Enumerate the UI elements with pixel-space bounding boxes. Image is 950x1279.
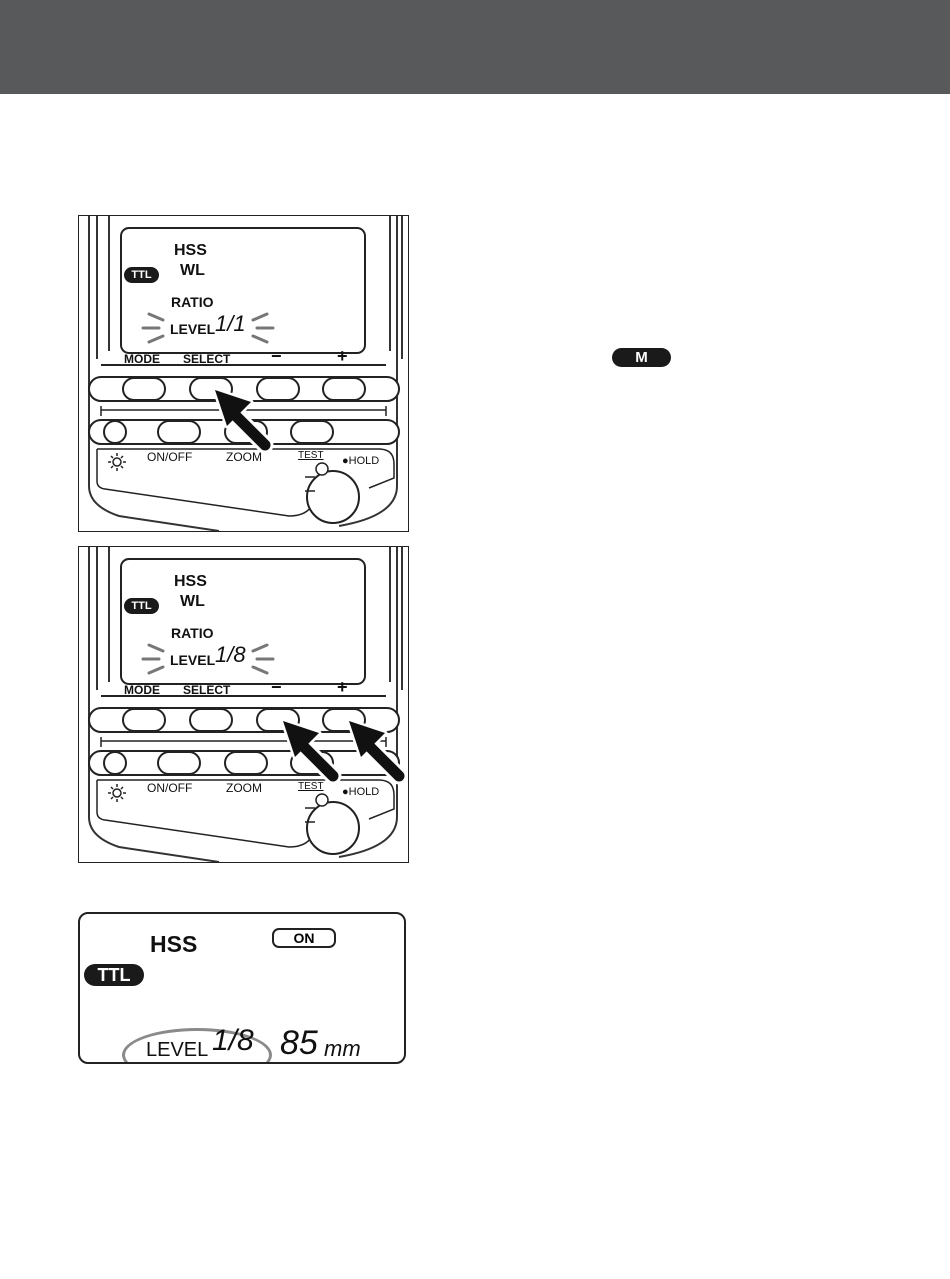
display-hss-label: HSS: [150, 933, 197, 956]
lcd-ratio-label: RATIO: [171, 626, 214, 640]
hold-label: ●HOLD: [342, 787, 379, 798]
sun-icon: [108, 453, 126, 471]
flash-body-illustration: [79, 216, 408, 531]
flash-panel-level-step: HSS TTL WL RATIO LEVEL 1/8 MODE SELECT −…: [78, 546, 409, 863]
display-level-value: 1/8: [212, 1026, 254, 1056]
mode-label: MODE: [124, 353, 160, 365]
zoom-label: ZOOM: [226, 782, 262, 794]
flash-body-illustration: [79, 547, 408, 862]
minus-label: −: [271, 347, 282, 365]
header-bar: [0, 0, 950, 94]
ttl-badge: TTL: [124, 267, 159, 283]
on-off-label: ON/OFF: [147, 782, 192, 794]
test-label: TEST: [298, 451, 324, 461]
lcd-level-label: LEVEL: [170, 653, 215, 667]
select-label: SELECT: [183, 353, 230, 365]
minus-label: −: [271, 678, 282, 696]
lcd-level-value: 1/1: [215, 313, 246, 335]
select-label: SELECT: [183, 684, 230, 696]
zoom-label: ZOOM: [226, 451, 262, 463]
test-label: TEST: [298, 782, 324, 792]
display-on-badge: ON: [272, 928, 336, 948]
lcd-display: HSS ON TTL LEVEL 1/8 85 mm: [78, 912, 406, 1064]
plus-label: +: [337, 678, 348, 696]
display-focal-value: 85: [280, 1026, 318, 1060]
lcd-level-label: LEVEL: [170, 322, 215, 336]
display-level-label: LEVEL: [146, 1040, 208, 1060]
flash-panel-select-step: HSS TTL WL RATIO LEVEL 1/1 MODE SELECT −…: [78, 215, 409, 532]
hold-label: ●HOLD: [342, 456, 379, 467]
lcd-hss-label: HSS: [174, 243, 207, 259]
plus-label: +: [337, 347, 348, 365]
on-off-label: ON/OFF: [147, 451, 192, 463]
lcd-hss-label: HSS: [174, 574, 207, 590]
lcd-level-value: 1/8: [215, 644, 246, 666]
mode-label: MODE: [124, 684, 160, 696]
lcd-ratio-label: RATIO: [171, 295, 214, 309]
display-ttl-badge: TTL: [84, 964, 144, 986]
mode-m-badge: M: [612, 348, 671, 367]
sun-icon: [108, 784, 126, 802]
display-focal-unit: mm: [324, 1038, 361, 1060]
lcd-wl-label: WL: [180, 263, 205, 279]
lcd-wl-label: WL: [180, 594, 205, 610]
ttl-badge: TTL: [124, 598, 159, 614]
